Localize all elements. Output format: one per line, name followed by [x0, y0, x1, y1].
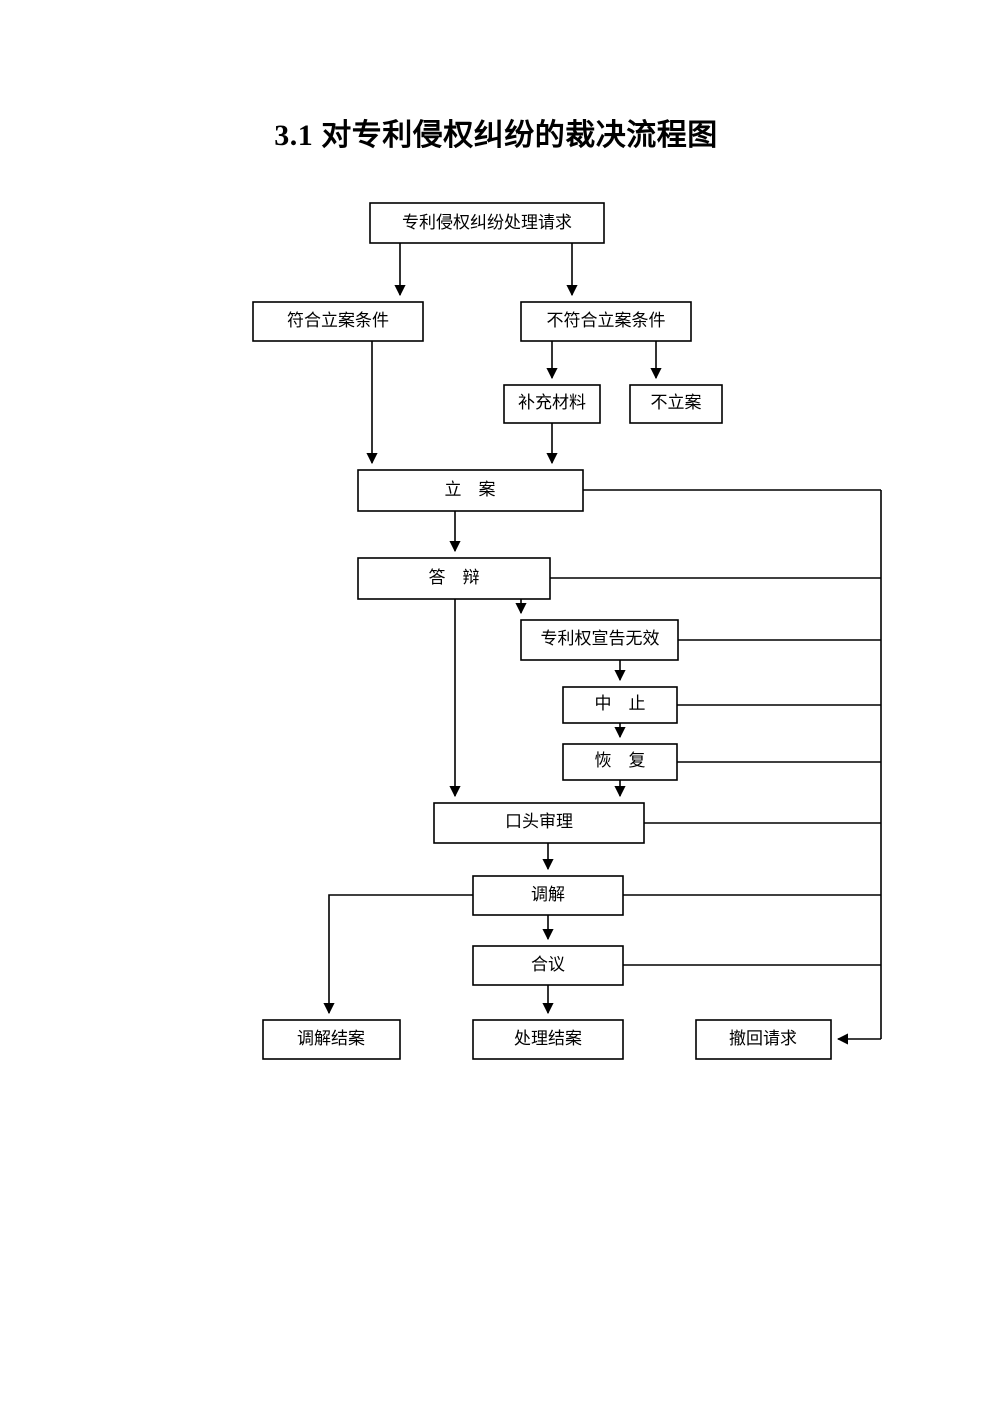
- node-resumption-label: 恢 复: [595, 751, 646, 770]
- node-oral-hearing-label: 口头审理: [505, 812, 573, 831]
- node-handling-end-label: 处理结案: [514, 1029, 582, 1048]
- node-mediation[interactable]: 调解: [472, 875, 624, 916]
- node-collegial-label: 合议: [531, 955, 565, 974]
- node-filing-label: 立 案: [445, 480, 496, 499]
- page-title: 3.1 对专利侵权纠纷的裁决流程图: [274, 119, 718, 152]
- node-no-filing-label: 不立案: [651, 393, 702, 412]
- node-meets-filing-conditions[interactable]: 符合立案条件: [252, 301, 424, 342]
- node-invalidation-label: 专利权宣告无效: [541, 629, 660, 648]
- edge-mediation-to-mediation-end: [323, 894, 473, 1015]
- node-oral-hearing[interactable]: 口头审理: [433, 802, 645, 844]
- node-layer: 专利侵权纠纷处理请求 符合立案条件 不符合立案条件 补充材料 不立案 立 案: [252, 202, 832, 1060]
- node-suspension-label: 中 止: [595, 694, 646, 713]
- node-defense-label: 答 辩: [429, 568, 480, 587]
- node-withdraw-label: 撤回请求: [729, 1029, 797, 1048]
- node-defense[interactable]: 答 辩: [357, 557, 551, 600]
- node-supplement-label: 补充材料: [518, 393, 586, 412]
- node-suspension[interactable]: 中 止: [562, 686, 678, 724]
- node-not-meets-label: 不符合立案条件: [547, 311, 666, 330]
- node-filing[interactable]: 立 案: [357, 469, 584, 512]
- node-withdraw-request[interactable]: 撤回请求: [695, 1019, 832, 1060]
- node-not-meets-filing-conditions[interactable]: 不符合立案条件: [520, 301, 692, 342]
- node-patent-invalidation[interactable]: 专利权宣告无效: [520, 619, 679, 661]
- node-request-label: 专利侵权纠纷处理请求: [402, 213, 572, 232]
- node-mediation-end-label: 调解结案: [297, 1029, 365, 1048]
- node-mediation-closed[interactable]: 调解结案: [262, 1019, 401, 1060]
- node-meets-label: 符合立案条件: [287, 311, 389, 330]
- edge-layer: [323, 243, 882, 1045]
- node-collegial-discussion[interactable]: 合议: [472, 945, 624, 986]
- node-resumption[interactable]: 恢 复: [562, 743, 678, 781]
- node-no-filing[interactable]: 不立案: [629, 384, 723, 424]
- node-mediation-label: 调解: [531, 885, 565, 904]
- node-request[interactable]: 专利侵权纠纷处理请求: [369, 202, 605, 244]
- node-handling-closed[interactable]: 处理结案: [472, 1019, 624, 1060]
- node-supplement-materials[interactable]: 补充材料: [503, 384, 601, 424]
